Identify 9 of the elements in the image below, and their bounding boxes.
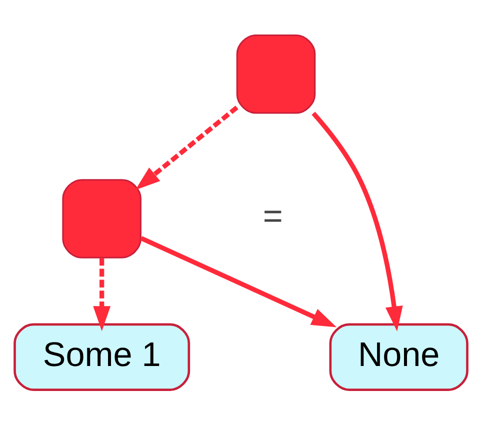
arrow — [93, 258, 111, 332]
arrow — [312, 112, 403, 332]
label: = — [262, 197, 283, 236]
node-box — [62, 179, 142, 258]
node-box: None — [329, 323, 468, 391]
node-box — [236, 34, 316, 114]
node-box: Some 1 — [14, 323, 190, 391]
arrow — [140, 236, 337, 328]
arrow — [135, 106, 238, 190]
